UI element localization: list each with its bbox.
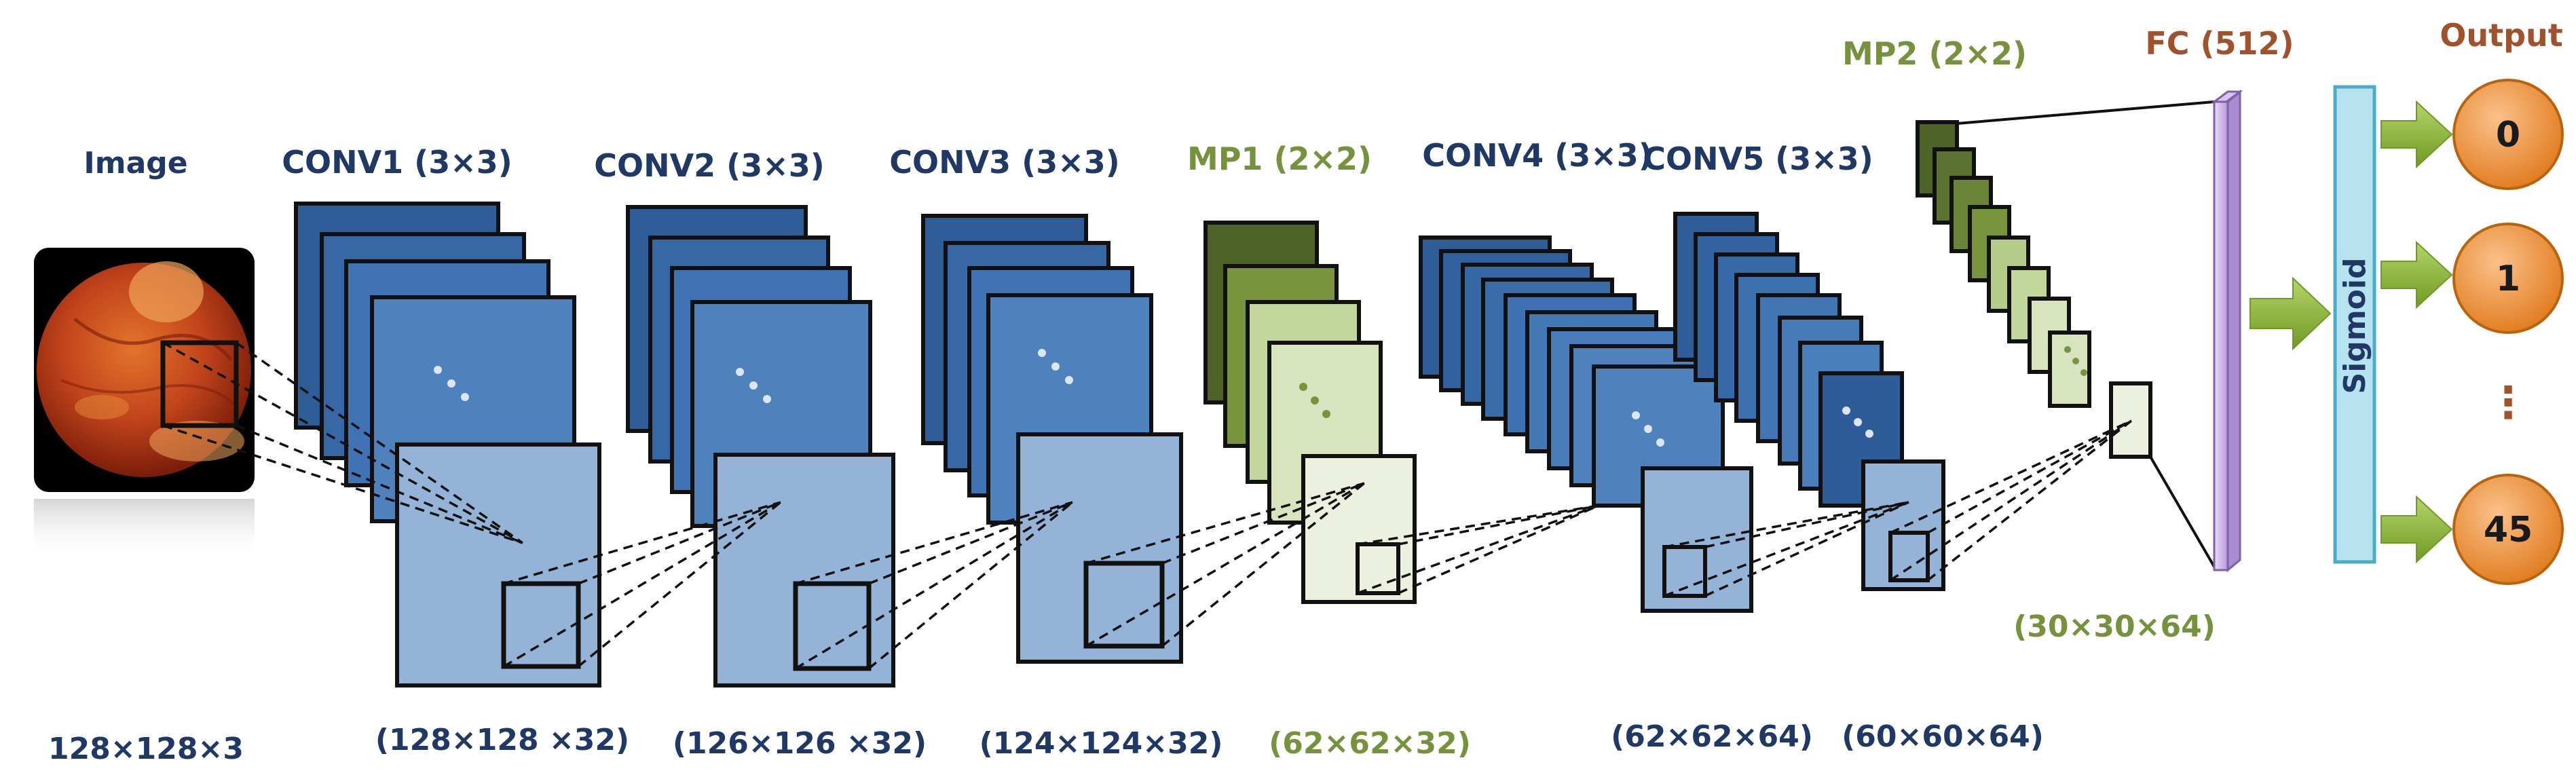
mp2-label: MP2 (2×2) <box>1842 35 2027 72</box>
conv4-featuremap <box>1641 466 1753 613</box>
mp1-dims: (62×62×32) <box>1269 726 1471 761</box>
input-fundus-image <box>34 248 255 560</box>
output-node-label: 1 <box>2496 259 2520 299</box>
conv4-dims: (62×62×64) <box>1611 719 1813 754</box>
arrow-right-icon <box>2250 276 2332 351</box>
fc-label: FC (512) <box>2145 25 2294 62</box>
mp1-stack <box>1203 221 1417 604</box>
conv2-featuremap <box>713 453 895 687</box>
mp1-label: MP1 (2×2) <box>1187 140 1372 177</box>
conv1-stack <box>294 202 601 687</box>
output-node-45: 45 <box>2452 474 2564 585</box>
image-dims: 128×128×3 <box>48 732 244 766</box>
conv5-stack <box>1673 212 1945 591</box>
conv3-dims: (124×124×32) <box>979 726 1223 761</box>
conv3-label: CONV3 (3×3) <box>889 144 1120 181</box>
conv1-label: CONV1 (3×3) <box>282 144 512 181</box>
mp2-dims: (30×30×64) <box>2013 609 2216 644</box>
output-node-label: 45 <box>2484 510 2533 550</box>
arrow-right-icon <box>2381 495 2453 564</box>
arrow-right-icon <box>2381 240 2453 309</box>
output-ellipsis: ⋮ <box>2486 378 2530 428</box>
conv3-stack <box>921 214 1183 664</box>
conv1-dims: (128×128 ×32) <box>375 723 629 757</box>
conv4-stack <box>1419 235 1753 613</box>
conv2-dims: (126×126 ×32) <box>673 726 927 761</box>
conv2-stack <box>626 205 895 687</box>
sigmoid-label: Sigmoid <box>2338 258 2372 394</box>
receptive-field-connections <box>162 341 2133 670</box>
output-node-label: 0 <box>2496 115 2520 155</box>
conv3-featuremap <box>1016 432 1183 664</box>
conv5-label: CONV5 (3×3) <box>1643 140 1873 177</box>
output-node-1: 1 <box>2452 223 2564 334</box>
conv5-featuremap <box>1861 459 1945 591</box>
sigmoid-layer: Sigmoid <box>2333 85 2376 564</box>
conv2-label: CONV2 (3×3) <box>594 147 825 184</box>
arrow-right-icon <box>2381 100 2453 169</box>
conv5-dims: (60×60×64) <box>1842 719 2044 754</box>
mp2-stack <box>1916 120 2152 459</box>
image-label: Image <box>83 146 187 181</box>
output-node-0: 0 <box>2452 79 2564 190</box>
conv4-label: CONV4 (3×3) <box>1422 137 1653 174</box>
output-label: Output <box>2440 17 2563 54</box>
fc-layer <box>1956 89 2243 573</box>
